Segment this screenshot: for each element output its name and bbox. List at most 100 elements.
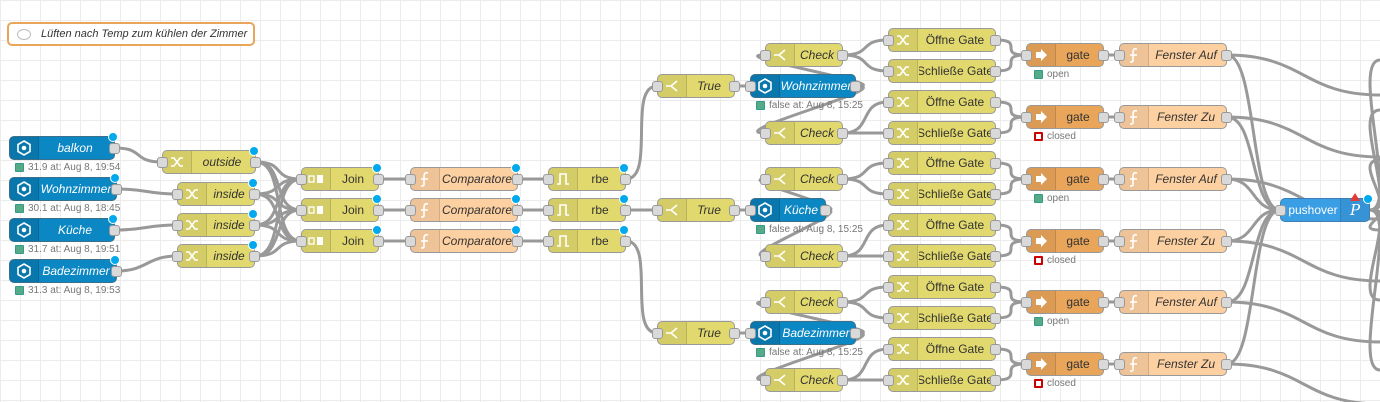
wire[interactable] (1368, 208, 1380, 232)
input-port[interactable] (1021, 236, 1032, 247)
wire[interactable] (254, 208, 302, 258)
output-port[interactable] (837, 174, 848, 185)
change-node-2[interactable]: inside (172, 178, 260, 206)
switch-check-1[interactable]: Check (760, 43, 848, 67)
output-port[interactable] (1221, 297, 1232, 308)
input-port[interactable] (745, 205, 756, 216)
wire[interactable] (842, 53, 889, 73)
wire[interactable] (1226, 115, 1380, 159)
wire[interactable] (254, 177, 302, 196)
input-port[interactable] (172, 189, 183, 200)
input-port[interactable] (405, 236, 416, 247)
output-port[interactable] (620, 236, 631, 247)
mqtt-room-2[interactable]: Küche (745, 198, 831, 222)
output-port[interactable] (837, 251, 848, 262)
output-port[interactable] (620, 205, 631, 216)
output-port[interactable] (990, 313, 1001, 324)
output-port[interactable] (990, 189, 1001, 200)
wire[interactable] (1226, 177, 1281, 212)
output-port[interactable] (620, 174, 631, 185)
output-port[interactable] (512, 236, 523, 247)
function-fenster-1[interactable]: Fenster Auf (1114, 43, 1232, 67)
wire[interactable] (255, 160, 302, 212)
input-port[interactable] (745, 328, 756, 339)
wire[interactable] (1226, 208, 1281, 243)
wire[interactable] (254, 223, 302, 243)
gate-node-5[interactable]: gate (1021, 290, 1109, 314)
output-port[interactable] (729, 81, 740, 92)
input-port[interactable] (172, 220, 183, 231)
change-gate-action-11[interactable]: Öffne Gate (883, 337, 1001, 361)
output-port[interactable] (990, 220, 1001, 231)
change-gate-action-9[interactable]: Öffne Gate (883, 275, 1001, 299)
rbe-node-3[interactable]: rbe (543, 225, 631, 253)
output-port[interactable] (990, 35, 1001, 46)
input-port[interactable] (296, 236, 307, 247)
input-port[interactable] (1021, 50, 1032, 61)
input-port[interactable] (883, 251, 894, 262)
wire[interactable] (254, 208, 302, 227)
output-port[interactable] (1098, 174, 1109, 185)
input-port[interactable] (883, 158, 894, 169)
switch-true-1[interactable]: True (652, 74, 740, 98)
rbe-node-1[interactable]: rbe (543, 163, 631, 191)
input-port[interactable] (1114, 297, 1125, 308)
output-port[interactable] (1221, 236, 1232, 247)
input-port[interactable] (883, 128, 894, 139)
input-port[interactable] (652, 205, 663, 216)
wire[interactable] (114, 223, 178, 232)
input-port[interactable] (1275, 205, 1286, 216)
input-port[interactable] (652, 328, 663, 339)
input-port[interactable] (405, 205, 416, 216)
change-gate-action-3[interactable]: Öffne Gate (883, 90, 1001, 114)
wire[interactable] (1226, 115, 1281, 212)
output-port[interactable] (990, 251, 1001, 262)
switch-check-6[interactable]: Check (760, 368, 848, 392)
input-port[interactable] (172, 251, 183, 262)
switch-check-4[interactable]: Check (760, 244, 848, 268)
input-port[interactable] (883, 189, 894, 200)
output-port[interactable] (850, 81, 861, 92)
mqtt-in-sensor-3[interactable]: Küche (9, 214, 120, 242)
change-gate-action-1[interactable]: Öffne Gate (883, 28, 1001, 52)
output-port[interactable] (111, 184, 122, 195)
output-port[interactable] (990, 128, 1001, 139)
input-port[interactable] (883, 313, 894, 324)
output-port[interactable] (109, 143, 120, 154)
join-node-1[interactable]: Join (296, 163, 384, 191)
input-port[interactable] (760, 297, 771, 308)
gate-node-6[interactable]: gate (1021, 352, 1109, 376)
output-port[interactable] (990, 97, 1001, 108)
mqtt-in-sensor-4[interactable]: Badezimmer (9, 255, 122, 283)
wire[interactable] (1368, 208, 1380, 372)
wire[interactable] (254, 177, 302, 258)
output-port[interactable] (1098, 236, 1109, 247)
input-port[interactable] (296, 174, 307, 185)
input-port[interactable] (1021, 112, 1032, 123)
output-port[interactable] (249, 189, 260, 200)
function-comparatore-3[interactable]: Comparatore (405, 225, 523, 253)
input-port[interactable] (543, 174, 554, 185)
input-port[interactable] (405, 174, 416, 185)
output-port[interactable] (837, 128, 848, 139)
input-port[interactable] (1021, 297, 1032, 308)
output-port[interactable] (249, 220, 260, 231)
wire[interactable] (116, 254, 178, 273)
switch-check-5[interactable]: Check (760, 290, 848, 314)
output-port[interactable] (837, 50, 848, 61)
change-gate-action-10[interactable]: Schließe Gate (883, 306, 1001, 330)
input-port[interactable] (760, 128, 771, 139)
mqtt-in-sensor-2[interactable]: Wohnzimmer (9, 173, 122, 201)
input-port[interactable] (1021, 174, 1032, 185)
wire[interactable] (842, 300, 889, 320)
output-port[interactable] (990, 66, 1001, 77)
switch-true-2[interactable]: True (652, 198, 740, 222)
wire[interactable] (254, 177, 302, 227)
function-comparatore-2[interactable]: Comparatore (405, 194, 523, 222)
input-port[interactable] (745, 81, 756, 92)
change-node-1[interactable]: outside (157, 146, 261, 174)
output-port[interactable] (729, 205, 740, 216)
function-fenster-5[interactable]: Fenster Auf (1114, 290, 1232, 314)
wire[interactable] (1226, 300, 1380, 344)
